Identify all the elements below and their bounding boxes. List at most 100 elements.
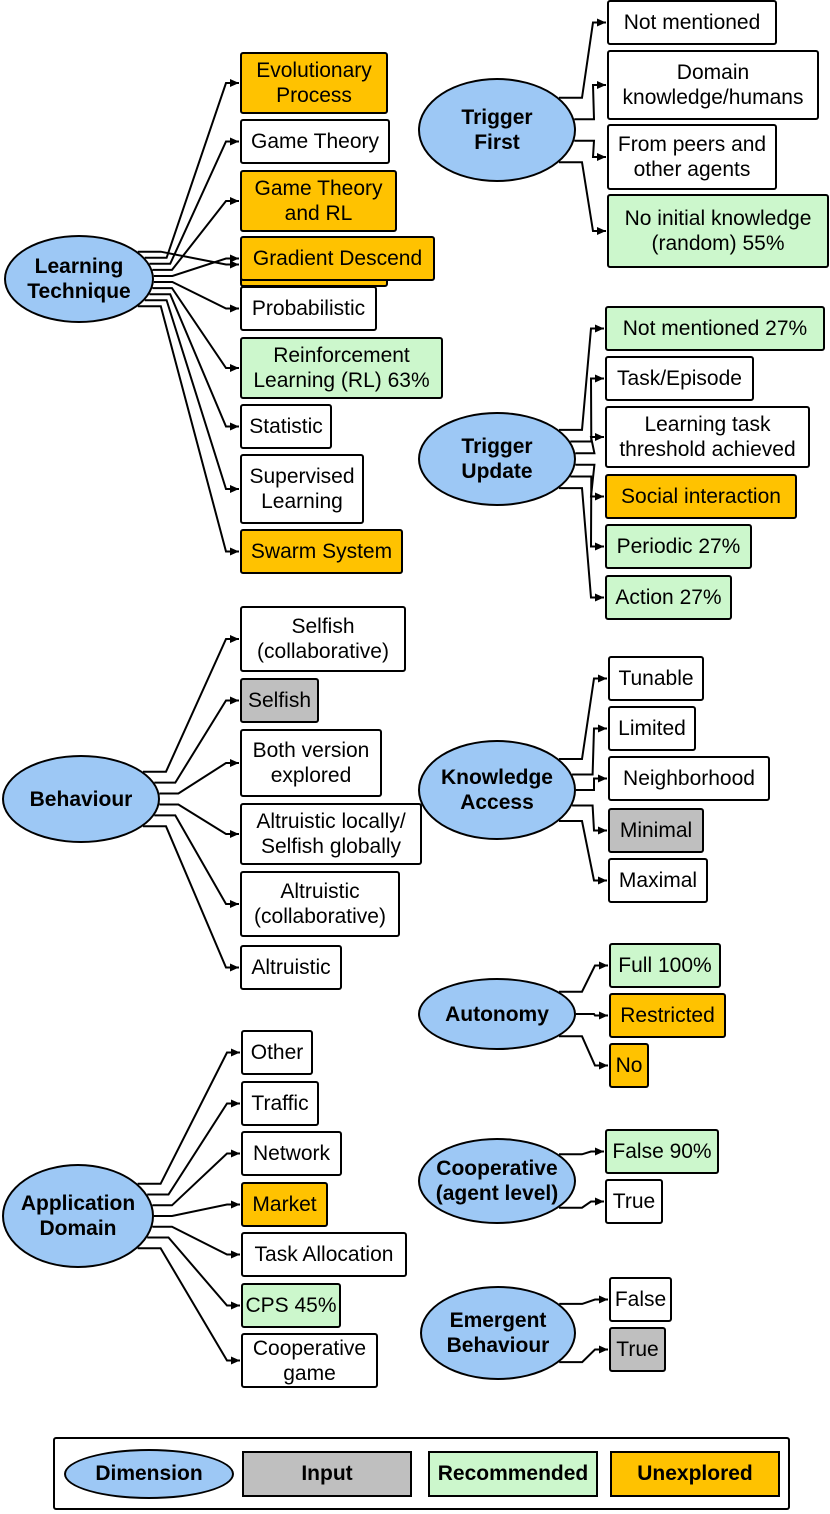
connector-emergent-behaviour-0 <box>559 1295 608 1305</box>
connector-application-domain-4 <box>152 1225 240 1259</box>
option-label: Game Theory <box>251 130 379 153</box>
option-behaviour-3: Altruistic locally/ Selfish globally <box>240 803 422 865</box>
option-trigger-first-2: From peers and other agents <box>607 124 777 190</box>
option-label: Game Theory and RL <box>254 177 383 225</box>
option-cooperative-agent-level-1: True <box>605 1179 663 1224</box>
connector-trigger-first-2 <box>574 139 606 161</box>
connector-learning-technique-0 <box>137 250 239 269</box>
connector-application-domain-5 <box>147 1236 240 1310</box>
option-label: False 90% <box>612 1140 712 1163</box>
option-application-domain-5: CPS 45% <box>241 1283 341 1328</box>
option-label: Selfish (collaborative) <box>257 615 389 663</box>
option-label: Not mentioned 27% <box>622 317 808 340</box>
dimension-label: Cooperative (agent level) <box>435 1157 559 1205</box>
connector-application-domain-6 <box>137 1247 240 1365</box>
option-learning-technique-3: Game Theory and RL <box>240 170 397 232</box>
option-label: Action 27% <box>615 586 722 609</box>
dimension-label: Trigger Update <box>461 435 533 483</box>
connector-trigger-first-0 <box>559 18 606 99</box>
option-label: From peers and other agents <box>617 133 767 181</box>
option-knowledge-access-2: Neighborhood <box>608 756 770 801</box>
connector-trigger-update-4 <box>570 475 604 551</box>
option-trigger-update-1: Task/Episode <box>605 356 754 401</box>
option-behaviour-4: Altruistic (collaborative) <box>240 871 400 937</box>
connector-trigger-first-1 <box>574 81 606 121</box>
connector-learning-technique-5 <box>153 281 239 313</box>
dimension-label: Knowledge Access <box>440 766 553 814</box>
option-autonomy-2: No <box>609 1043 649 1088</box>
option-label: Cooperative game <box>252 1336 367 1385</box>
dimension-trigger-first: Trigger First <box>418 78 576 182</box>
option-label: True <box>616 1338 659 1361</box>
connector-autonomy-1 <box>576 1011 608 1020</box>
option-label: No <box>615 1054 643 1077</box>
option-autonomy-0: Full 100% <box>609 943 721 988</box>
option-label: No initial knowledge (random) 55% <box>624 207 812 255</box>
dimension-label: Behaviour <box>29 787 133 811</box>
option-label: Social interaction <box>621 485 781 508</box>
option-cooperative-agent-level-0: False 90% <box>605 1129 719 1174</box>
option-label: Altruistic locally/ Selfish globally <box>256 810 406 858</box>
connector-trigger-update-1 <box>570 374 604 443</box>
legend-dimension-swatch: Dimension <box>64 1449 234 1499</box>
option-label: Reinforcement Learning (RL) 63% <box>253 344 430 392</box>
connector-autonomy-0 <box>559 961 608 993</box>
option-label: Learning task threshold achieved <box>619 413 796 461</box>
option-autonomy-1: Restricted <box>609 993 726 1038</box>
option-label: Not mentioned <box>623 11 761 34</box>
connector-knowledge-access-3 <box>572 804 607 835</box>
connector-application-domain-3 <box>154 1200 240 1217</box>
option-behaviour-0: Selfish (collaborative) <box>240 606 406 672</box>
option-label: Network <box>252 1142 331 1165</box>
option-label: Altruistic (collaborative) <box>254 880 386 928</box>
option-label: Altruistic <box>251 956 331 979</box>
option-label: Selfish <box>247 689 312 712</box>
option-label: Evolutionary Process <box>256 59 372 107</box>
legend-unexplored-label: Unexplored <box>637 1462 753 1485</box>
connector-trigger-update-5 <box>559 487 604 602</box>
connector-behaviour-3 <box>159 803 239 838</box>
option-label: Tunable <box>618 667 694 690</box>
legend-dimension-label: Dimension <box>95 1462 203 1485</box>
option-label: Gradient Descend <box>252 247 423 270</box>
dimension-application-domain: Application Domain <box>2 1164 154 1268</box>
connector-behaviour-2 <box>159 759 239 795</box>
connector-learning-technique-9 <box>137 305 239 556</box>
connector-autonomy-2 <box>559 1035 608 1070</box>
option-label: True <box>612 1190 656 1213</box>
dimension-trigger-update: Trigger Update <box>418 412 576 506</box>
option-label: False <box>614 1288 667 1311</box>
option-trigger-update-5: Action 27% <box>605 575 732 620</box>
connector-behaviour-1 <box>154 696 239 784</box>
dimension-cooperative-agent-level: Cooperative (agent level) <box>418 1138 576 1224</box>
option-learning-technique-4: Gradient Descend <box>240 236 435 281</box>
option-label: Maximal <box>618 869 698 892</box>
legend-input-label: Input <box>301 1462 353 1485</box>
option-label: Supervised Learning <box>249 465 355 513</box>
option-label: Other <box>250 1041 304 1064</box>
dimension-label: Application Domain <box>20 1192 136 1240</box>
connector-trigger-update-3 <box>575 463 604 501</box>
option-label: Task Allocation <box>254 1243 394 1266</box>
option-emergent-behaviour-1: True <box>609 1327 666 1372</box>
dimension-label: Autonomy <box>445 1002 549 1026</box>
option-application-domain-2: Network <box>241 1131 342 1176</box>
connector-trigger-first-3 <box>559 161 606 235</box>
connector-knowledge-access-2 <box>576 774 607 791</box>
option-label: CPS 45% <box>245 1294 337 1317</box>
connector-learning-technique-4 <box>153 254 239 277</box>
connector-trigger-update-0 <box>559 324 604 431</box>
option-knowledge-access-3: Minimal <box>608 808 704 853</box>
option-learning-technique-2: Game Theory <box>240 119 390 164</box>
option-trigger-first-1: Domain knowledge/humans <box>607 50 819 120</box>
option-label: Periodic 27% <box>616 535 741 558</box>
option-label: Neighborhood <box>623 767 755 790</box>
option-trigger-first-3: No initial knowledge (random) 55% <box>607 194 829 268</box>
connector-emergent-behaviour-1 <box>559 1345 608 1364</box>
connector-application-domain-0 <box>137 1048 240 1185</box>
option-application-domain-0: Other <box>241 1030 313 1075</box>
connector-trigger-update-2 <box>575 433 604 455</box>
legend-input-swatch: Input <box>242 1451 412 1497</box>
